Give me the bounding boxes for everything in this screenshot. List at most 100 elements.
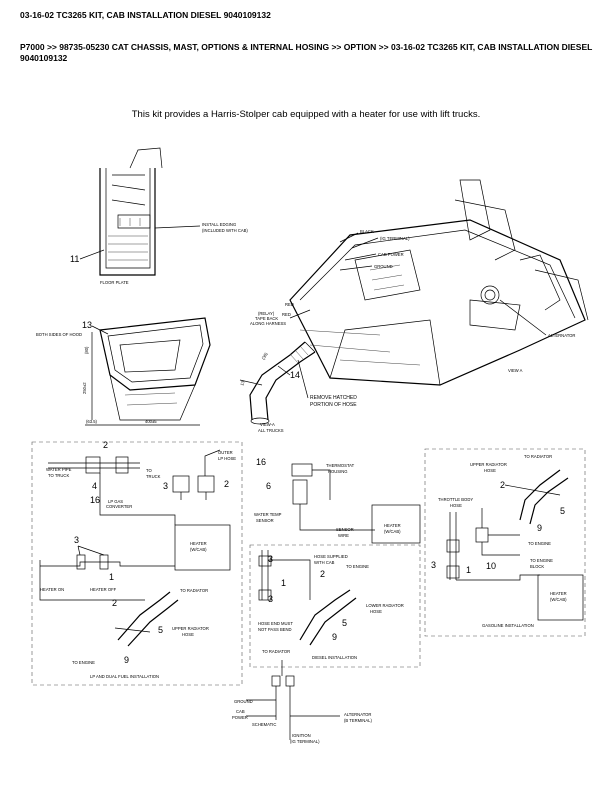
lp-converter-label: CONVERTER [106,504,132,509]
intro-text: This kit provides a Harris-Stolper cab e… [131,109,481,120]
schematic-alternator: ALTERNATOR [344,712,371,717]
gas-throttle-2: HOSE [450,503,462,508]
view-a-caption: VIEW A [508,368,523,373]
diesel-to-radiator: TO RADIATOR [262,649,290,654]
gas-upper-rad: UPPER RADIATOR [470,462,507,467]
schematic-alternator-2: (B TERMINAL) [344,718,372,723]
diesel-sensor-wire-2: WIRE [338,533,349,538]
gas-item-3: 3 [431,560,436,570]
label-tape-back: TAPE BACK [255,316,278,321]
diesel-item-2: 2 [320,569,325,579]
schematic-caption: SCHEMATIC [252,722,276,727]
lp-item-5: 5 [158,625,163,635]
gas-item-1: 1 [466,565,471,575]
diesel-hose-supplied-2: WITH CAB [314,560,335,565]
schematic-ignition: IGNITION [292,733,311,738]
diesel-item-6: 6 [266,481,271,491]
schematic-cab-power-2: POWER [232,715,248,720]
lp-outer-hose-2: LP HOSE [218,456,236,461]
lp-to-radiator: TO RADIATOR [180,588,208,593]
lp-item-1: 1 [109,572,114,582]
lp-upper-rad-2: HOSE [182,632,194,637]
label-ground: GROUND [374,264,393,269]
hood-dim-side: 250±2 [82,382,87,394]
diesel-item-3: 3 [268,554,273,564]
label-red-2: RED [282,312,291,317]
diesel-lower-rad: LOWER RADIATOR [366,603,404,608]
lp-caption: LP AND DUAL FUEL INSTALLATION [90,674,159,679]
diesel-item-16: 16 [256,457,266,467]
lp-item-16: 16 [90,495,100,505]
gas-upper-rad-2: HOSE [484,468,496,473]
diesel-thermostat: THERMOSTAT [326,463,355,468]
lp-to-truck: TO TRUCK [48,473,69,478]
gas-heater-2: (W/CAB) [550,597,567,602]
breadcrumb: P7000 >> 98735-05230 CAT CHASSIS, MAST, … [20,42,593,63]
diesel-hose-end: HOSE END MUST [258,621,293,626]
item-13: 13 [82,320,92,330]
floor-plate-figure: INSTALL EDGING (INCLUDED WITH CAB) 11 FL… [70,147,248,285]
lp-to-truck-2a: TO [146,468,152,473]
gasoline-installation-panel: TO RADIATOR UPPER RADIATOR HOSE 2 5 9 TH… [424,448,586,637]
diesel-item-5: 5 [342,618,347,628]
schematic-figure: GROUND CAB POWER SCHEMATIC IGNITION (IG … [232,660,372,744]
diesel-to-engine: TO ENGINE [346,564,369,569]
hose-remove-1: REMOVE HATCHED [310,395,357,401]
label-relay: (RELAY) [258,311,275,316]
item-11: 11 [70,254,79,264]
gas-to-engine-block: TO ENGINE [530,558,553,563]
hood-dim-top: (80) [84,346,89,354]
lp-heater-on: HEATER ON [40,587,64,592]
hose-dim-2: 13 [239,380,246,387]
gas-to-radiator: TO RADIATOR [524,454,552,459]
gas-throttle: THROTTLE BODY [438,497,473,502]
lp-gas-label: LP GAS [108,499,123,504]
label-cab-power: CAB POWER [378,252,404,257]
label-black: BLACK [360,229,374,234]
lp-item-9: 9 [124,655,129,665]
lp-heater-label-2: (W/CAB) [190,547,207,552]
hose-view-caption-2: ALL TRUCKS [258,428,284,433]
view-a-figure: BLACK (IG TERMINAL) CAB POWER GROUND (RE… [250,179,589,386]
diesel-heater-2: (W/CAB) [384,529,401,534]
schematic-cab-power: CAB [236,709,245,714]
hose-remove-2: PORTION OF HOSE [310,402,357,408]
gas-heater: HEATER [550,591,567,596]
lp-item-4: 4 [92,481,97,491]
gas-to-engine-block-2: BLOCK [530,564,544,569]
gas-item-10: 10 [486,561,496,571]
schematic-ignition-2: (IG TERMINAL) [290,739,320,744]
page-title: 03-16-02 TC3265 KIT, CAB INSTALLATION DI… [20,10,271,20]
diesel-hose-supplied: HOSE SUPPLIED [314,554,348,559]
diesel-heater: HEATER [384,523,401,528]
label-red: RED [285,302,294,307]
gas-item-5: 5 [560,506,565,516]
hood-figure: BOTH SIDES OF HOOD 13 (80) 250±2 (63.5) … [36,317,211,426]
label-ig-terminal: (IG TERMINAL) [380,236,410,241]
diesel-item-9: 9 [332,632,337,642]
lp-water-pipe: WATER PIPE [46,467,72,472]
lp-heater-label: HEATER [190,541,207,546]
lp-to-engine: TO ENGINE [72,660,95,665]
lp-heater-off: HEATER OFF [90,587,117,592]
hood-dim-bottom-2: 400±5 [145,419,157,424]
gas-to-engine: TO ENGINE [528,541,551,546]
gas-item-2: 2 [500,480,505,490]
hood-dim-bottom-1: (63.5) [86,419,98,424]
item-14: 14 [290,370,300,380]
diesel-water-temp: WATER TEMP [254,512,282,517]
diesel-hose-end-2: NOT PASS BEND [258,627,292,632]
diesel-lower-rad-2: HOSE [370,609,382,614]
hose-view-caption: VIEW-A [260,422,275,427]
lp-outer-hose: OUTER [218,450,233,455]
diesel-caption: DIESEL INSTALLATION [312,655,357,660]
gas-item-9: 9 [537,523,542,533]
lp-installation-panel: WATER PIPE TO TRUCK TO TRUCK 2 4 16 LP G… [31,440,243,686]
lp-item-2c: 2 [112,598,117,608]
label-alternator: ALTERNATOR [548,333,575,338]
label-along-harness: ALONG HARNESS [250,321,286,326]
diesel-sensor-wire: SENSOR [336,527,354,532]
diesel-item-3b: 3 [268,594,273,604]
lp-item-2b: 2 [224,479,229,489]
